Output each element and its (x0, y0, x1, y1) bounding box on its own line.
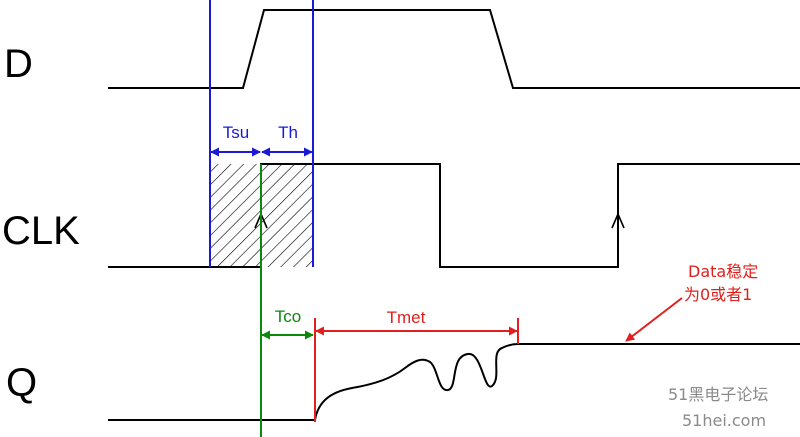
clk-rising-edge-arrow-2 (611, 211, 625, 229)
signal-label-clk: CLK (2, 209, 80, 253)
q-waveform-metastable (314, 343, 800, 421)
annotation-pointer-arrow (625, 297, 683, 342)
tsu-label: Tsu (223, 123, 249, 142)
tmet-label: Tmet (387, 308, 426, 327)
watermark-line-2: 51hei.com (682, 411, 766, 430)
d-waveform (108, 9, 800, 89)
annotation-line-1: Data稳定 (688, 262, 758, 281)
signal-label-q: Q (6, 361, 37, 405)
watermark-line-1: 51黑电子论坛 (668, 385, 768, 404)
tco-label: Tco (275, 307, 301, 326)
annotation-line-2: 为0或者1 (684, 285, 752, 304)
th-label: Th (278, 123, 298, 142)
signal-label-d: D (4, 42, 33, 86)
